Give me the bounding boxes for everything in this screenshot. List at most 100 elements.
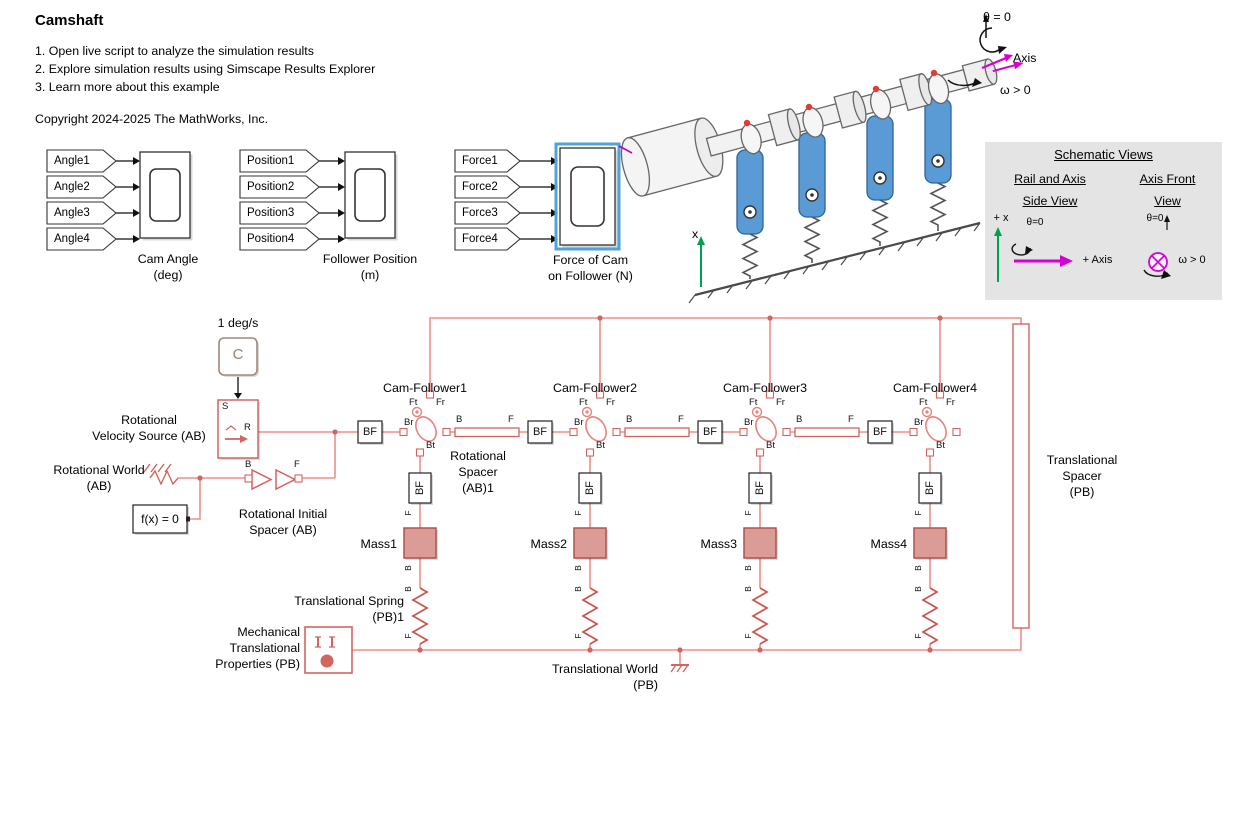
cam-follower-name: Cam-Follower3 xyxy=(723,381,807,395)
port-label-b: B xyxy=(913,565,923,571)
mech-translational-properties-label: Mechanical Translational Properties (PB) xyxy=(215,625,300,671)
scope-caption: Force of Cam on Follower (N) xyxy=(548,253,633,283)
port-label-f: F xyxy=(508,414,514,425)
translational-world-icon[interactable] xyxy=(670,664,689,673)
signal-tag-label[interactable]: Angle4 xyxy=(54,233,90,245)
port-label-r: R xyxy=(244,422,251,433)
cam-timing-mark xyxy=(618,145,633,154)
port-label-b: B xyxy=(626,414,633,425)
bf-block-label[interactable]: BF xyxy=(532,426,548,438)
mass-label: Mass3 xyxy=(700,537,738,551)
axis-arrow xyxy=(981,56,1007,70)
port-label-br: Br xyxy=(744,417,754,428)
mech-translational-properties-block[interactable] xyxy=(304,626,353,674)
port-label-b: B xyxy=(573,565,583,571)
solver-block[interactable] xyxy=(132,504,190,535)
solver-block-label[interactable]: f(x) = 0 xyxy=(141,512,179,526)
constant-value-label: 1 deg/s xyxy=(217,316,259,330)
x-axis-arrow xyxy=(697,236,705,287)
bf-block-label[interactable]: BF xyxy=(872,426,888,438)
cam-follower-name: Cam-Follower1 xyxy=(383,381,467,395)
port-label-br: Br xyxy=(404,417,414,428)
translational-world-label: Translational World (PB) xyxy=(551,662,658,692)
theta-zero-label: θ = 0 xyxy=(983,10,1011,24)
bf-block-label-vertical[interactable]: BF xyxy=(924,480,936,496)
omega-label: ω > 0 xyxy=(1000,83,1031,97)
signal-tag-label[interactable]: Force4 xyxy=(462,233,498,245)
port-label-b: B xyxy=(245,459,252,470)
scope-cam-angle[interactable] xyxy=(139,151,193,241)
cam-follower-name: Cam-Follower4 xyxy=(893,381,977,395)
port-label-fr: Fr xyxy=(776,397,785,408)
signal-tag-label[interactable]: Position1 xyxy=(247,155,295,167)
signal-tag-label[interactable]: Angle1 xyxy=(54,155,90,167)
port-label-bt: Bt xyxy=(766,440,775,451)
port-label-f: F xyxy=(913,633,923,639)
instruction-step[interactable]: 1. Open live script to analyze the simul… xyxy=(35,44,314,58)
translational-spacer-block[interactable] xyxy=(1012,323,1030,629)
instruction-step[interactable]: 3. Learn more about this example xyxy=(35,80,220,94)
theta0-left-label: θ=0 xyxy=(1026,217,1044,228)
port-label-ft: Ft xyxy=(919,397,928,408)
rail-axis-side-view-header2: Side View xyxy=(1022,194,1078,208)
mass-label: Mass1 xyxy=(360,537,398,551)
signal-tag-label[interactable]: Angle2 xyxy=(54,181,90,193)
signal-tag-label[interactable]: Position2 xyxy=(247,181,295,193)
schematic-views-title: Schematic Views xyxy=(1054,147,1153,162)
velocity-source-label: Rotational Velocity Source (AB) xyxy=(92,413,206,443)
junction-dots xyxy=(197,315,943,653)
constant-block[interactable] xyxy=(218,337,259,377)
constant-block-letter: C xyxy=(232,346,244,363)
port-label-f: F xyxy=(573,633,583,639)
theta0-right-label: θ=0 xyxy=(1146,213,1164,224)
page-title: Camshaft xyxy=(35,12,104,29)
signal-tag-label[interactable]: Force1 xyxy=(462,155,498,167)
signal-lines[interactable] xyxy=(116,157,558,399)
port-label-f: F xyxy=(573,510,583,516)
rotational-initial-spacer-block[interactable] xyxy=(244,468,303,491)
follower-springs xyxy=(741,182,947,279)
ground-hatching xyxy=(688,221,981,304)
signal-tag-label[interactable]: Angle3 xyxy=(54,207,90,219)
port-label-s: S xyxy=(222,401,229,412)
translational-spacer-label: Translational Spacer (PB) xyxy=(1046,453,1118,499)
schematic-views-panel xyxy=(985,142,1222,300)
rail-axis-side-view-header: Rail and Axis xyxy=(1014,172,1086,186)
rotational-spacer-segments[interactable] xyxy=(454,427,860,438)
rotational-velocity-source-block[interactable] xyxy=(217,399,260,460)
mass-blocks[interactable] xyxy=(403,527,948,560)
port-label-b: B xyxy=(403,586,413,592)
camshaft-illustration xyxy=(618,14,1024,304)
port-label-f: F xyxy=(403,633,413,639)
port-label-br: Br xyxy=(574,417,584,428)
signal-tags[interactable] xyxy=(46,149,521,251)
bf-block-label-vertical[interactable]: BF xyxy=(754,480,766,496)
signal-tag-label[interactable]: Force3 xyxy=(462,207,498,219)
bf-block-label[interactable]: BF xyxy=(702,426,718,438)
port-label-f: F xyxy=(743,633,753,639)
port-label-b: B xyxy=(743,565,753,571)
signal-tag-label[interactable]: Position4 xyxy=(247,233,295,245)
rotational-world-label: Rotational World (AB) xyxy=(53,463,145,493)
instruction-list: 1. Open live script to analyze the simul… xyxy=(35,42,375,96)
scope-force-selected[interactable] xyxy=(554,142,621,251)
port-label-ft: Ft xyxy=(749,397,758,408)
instruction-step[interactable]: 2. Explore simulation results using Sims… xyxy=(35,62,376,76)
scope-follower-position[interactable] xyxy=(344,151,398,241)
translational-spring-blocks[interactable] xyxy=(411,587,939,645)
rotational-world-icon[interactable] xyxy=(143,463,179,486)
bf-block-label[interactable]: BF xyxy=(362,426,378,438)
bf-block-label-vertical[interactable]: BF xyxy=(414,480,426,496)
bf-block-label-vertical[interactable]: BF xyxy=(584,480,596,496)
port-label-fr: Fr xyxy=(436,397,445,408)
signal-tag-label[interactable]: Position3 xyxy=(247,207,295,219)
bf-blocks-horizontal[interactable] xyxy=(357,420,894,445)
bf-blocks-vertical[interactable] xyxy=(408,472,943,505)
port-label-f: F xyxy=(294,459,300,470)
rotational-initial-spacer-label: Rotational Initial Spacer (AB) xyxy=(238,507,328,537)
signal-tag-label[interactable]: Force2 xyxy=(462,181,498,193)
cam-follower-icons[interactable] xyxy=(399,390,961,457)
port-label-f: F xyxy=(743,510,753,516)
axis-label: Axis xyxy=(1013,51,1037,65)
